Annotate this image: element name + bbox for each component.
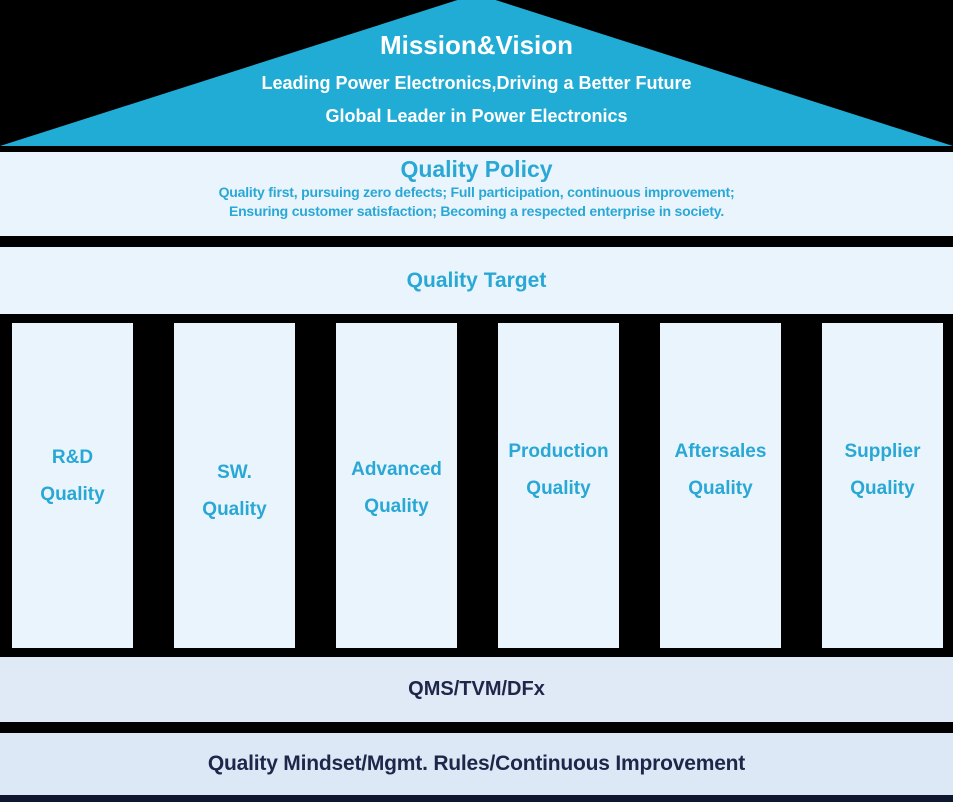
vision-statement: Global Leader in Power Electronics <box>325 106 628 126</box>
pillar-rd-quality: R&D Quality <box>12 323 133 648</box>
pillar-label-line-2: Quality <box>688 477 753 499</box>
pillar-label: Aftersales Quality <box>675 433 767 507</box>
pillar-label: Supplier Quality <box>844 433 920 507</box>
pillar-sw-quality: SW. Quality <box>174 323 295 648</box>
pillar-label-line-2: Quality <box>850 477 915 499</box>
roof-triangle: Mission&Vision Leading Power Electronics… <box>0 0 953 146</box>
foundation-band: Quality Mindset/Mgmt. Rules/Continuous I… <box>0 733 953 795</box>
pillar-label-line-1: Aftersales <box>674 440 767 462</box>
quality-policy-line-1: Quality first, pursuing zero defects; Fu… <box>218 184 735 200</box>
pillar-label-line-1: SW. <box>217 461 252 483</box>
pillar-aftersales-quality: Aftersales Quality <box>660 323 781 648</box>
pillar-label-line-2: Quality <box>202 498 267 520</box>
pillar-label-line-1: Production <box>508 440 609 462</box>
qms-band: QMS/TVM/DFx <box>0 657 953 722</box>
mission-statement: Leading Power Electronics,Driving a Bett… <box>261 73 692 93</box>
pillar-label: Advanced Quality <box>351 451 442 525</box>
pillar-label: Production Quality <box>508 433 608 507</box>
pillar-label: R&D Quality <box>40 439 104 513</box>
pillar-label-line-1: R&D <box>51 446 94 468</box>
quality-target-title: Quality Target <box>406 268 547 292</box>
pillar-supplier-quality: Supplier Quality <box>822 323 943 648</box>
quality-target-band: Quality Target <box>0 247 953 314</box>
foundation-label: Quality Mindset/Mgmt. Rules/Continuous I… <box>207 752 746 775</box>
pillar-label-line-2: Quality <box>364 495 429 517</box>
quality-policy-band: Quality Policy Quality first, pursuing z… <box>0 152 953 236</box>
pillar-label-line-2: Quality <box>40 483 105 505</box>
pillar-label-line-1: Supplier <box>844 440 921 462</box>
pillar-label: SW. Quality <box>202 454 266 528</box>
pillar-advanced-quality: Advanced Quality <box>336 323 457 648</box>
pillars-row: R&D Quality SW. Quality Advanced Quality… <box>12 323 943 648</box>
pillar-label-line-1: Advanced <box>351 458 442 480</box>
mission-vision-title: Mission&Vision <box>379 30 574 60</box>
bottom-edge <box>0 795 953 802</box>
pillar-production-quality: Production Quality <box>498 323 619 648</box>
quality-policy-title: Quality Policy <box>400 156 553 182</box>
quality-policy-line-2: Ensuring customer satisfaction; Becoming… <box>228 203 725 219</box>
qms-label: QMS/TVM/DFx <box>408 678 545 700</box>
pillar-label-line-2: Quality <box>526 477 591 499</box>
